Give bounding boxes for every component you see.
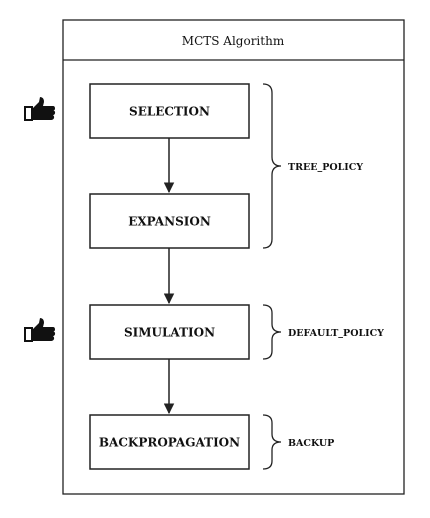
step-expansion: EXPANSION — [89, 193, 250, 249]
brace-default-policy — [262, 304, 282, 360]
step-box — [89, 83, 250, 139]
step-label: BACKPROPAGATION — [99, 436, 240, 450]
frame-title: MCTS Algorithm — [182, 34, 285, 48]
step-box — [89, 414, 250, 470]
brace-tree-policy — [262, 83, 282, 249]
step-label: SIMULATION — [124, 326, 215, 340]
algorithm-frame — [62, 19, 405, 495]
step-selection: SELECTION — [89, 83, 250, 139]
brace-backup — [262, 414, 282, 470]
step-box — [89, 193, 250, 249]
step-simulation: SIMULATION — [89, 304, 250, 360]
step-label: SELECTION — [129, 105, 210, 119]
step-backpropagation: BACKPROPAGATION — [89, 414, 250, 470]
group-label-tree-policy: TREE_POLICY — [288, 162, 363, 173]
group-label-backup: BACKUP — [288, 438, 334, 449]
thumbs-up-icon — [24, 97, 56, 121]
thumbs-up-icon — [24, 318, 56, 342]
step-label: EXPANSION — [128, 215, 211, 229]
step-box — [89, 304, 250, 360]
group-label-default-policy: DEFAULT_POLICY — [288, 328, 384, 339]
